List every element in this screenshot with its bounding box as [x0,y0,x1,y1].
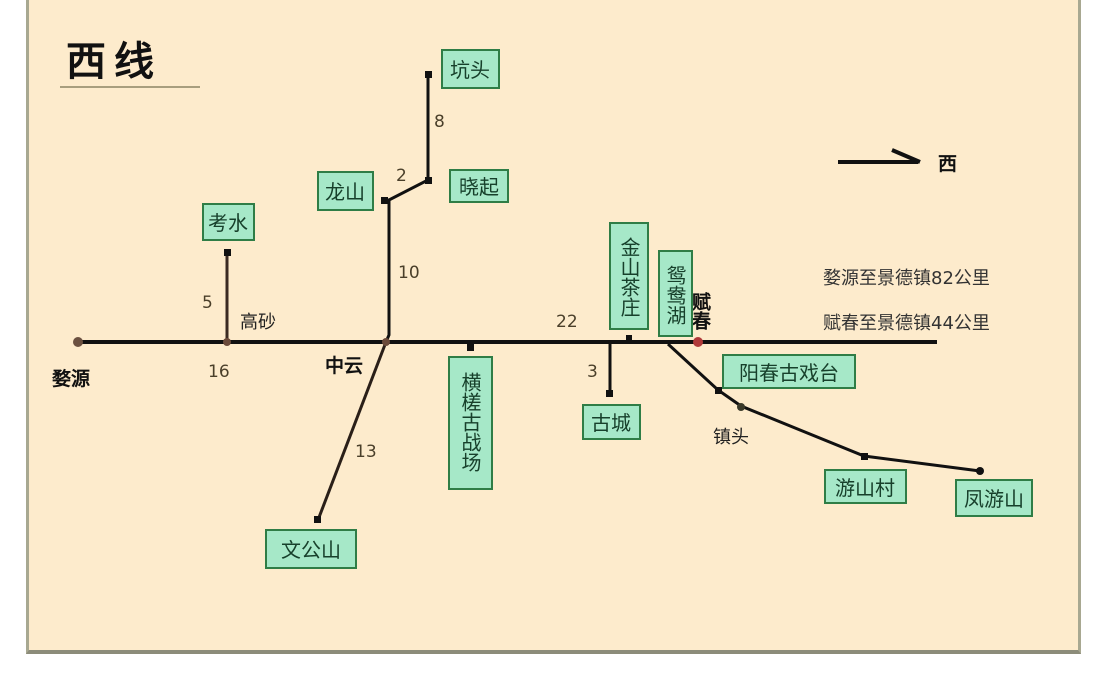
attraction-fengyoushan[interactable]: 凤游山 [955,479,1033,517]
node-fuchun [693,337,703,347]
node-gucheng [606,390,613,397]
node-zhentou [737,403,745,411]
svg-text:横槎古战场: 横槎古战场 [458,372,482,472]
svg-text:晓起: 晓起 [459,175,499,199]
west-arrow-icon [838,148,921,164]
attraction-xiaoqi[interactable]: 晓起 [449,169,509,203]
distance-xiaoqi-kengtou: 8 [434,112,445,132]
town-zhongyun: 中云 [325,354,363,377]
attraction-youshancun[interactable]: 游山村 [824,469,907,504]
node-zhongyun [382,338,390,346]
node-yangchun [715,387,722,394]
svg-text:龙山: 龙山 [325,180,365,204]
svg-text:古城: 古城 [591,411,631,435]
attraction-jinshan[interactable]: 金山茶庄 [609,222,649,330]
distance-gaosha-kaoshui: 5 [202,293,213,313]
node-kaoshui [224,249,231,256]
svg-text:坑头: 坑头 [450,58,490,82]
node-longshan [381,197,388,204]
node-kengtou [425,71,432,78]
note-fuchun-jingdezhen: 赋春至景德镇44公里 [823,313,990,334]
attraction-kengtou[interactable]: 坑头 [441,49,500,89]
map-title: 西线 [66,38,162,85]
note-wuyuan-jingdezhen: 婺源至景德镇82公里 [823,268,990,289]
node-youshancun [861,453,868,460]
svg-text:鸳鸯湖: 鸳鸯湖 [663,265,687,325]
attraction-gucheng[interactable]: 古城 [582,404,641,440]
svg-text:考水: 考水 [208,211,248,235]
distance-zhongyun-fuchun: 22 [556,312,578,332]
svg-text:游山村: 游山村 [835,476,895,500]
branch-wengongshan [316,341,388,521]
direction-label: 西 [938,153,957,175]
svg-text:文公山: 文公山 [281,538,341,562]
town-gaosha: 高砂 [240,312,276,333]
town-fuchun: 赋春 [689,292,711,331]
map-frame [26,0,1081,654]
branch-longshan-kengtou [384,75,430,343]
attraction-yuanyanghu[interactable]: 鸳鸯湖 [658,250,693,337]
node-wengongshan [314,516,321,523]
node-xiaoqi [425,177,432,184]
svg-text:阳春古戏台: 阳春古戏台 [739,361,839,385]
distance-longshan-xiaoqi: 2 [396,166,407,186]
branch-fengyoushan [666,342,981,473]
distance-zhongyun-longshan: 10 [398,263,420,283]
attraction-longshan[interactable]: 龙山 [317,171,374,211]
distance-wuyuan-gaosha: 16 [208,362,230,382]
svg-text:金山茶庄: 金山茶庄 [617,237,641,317]
distance-zhongyun-wengongshan: 13 [355,442,377,462]
node-jinshan [626,335,632,341]
attraction-wengongshan[interactable]: 文公山 [265,529,357,569]
town-wuyuan: 婺源 [52,367,90,390]
svg-text:凤游山: 凤游山 [964,487,1024,511]
town-zhentou: 镇头 [713,427,749,448]
attraction-yangchun[interactable]: 阳春古戏台 [722,354,856,389]
distance-main-gucheng: 3 [587,362,598,382]
attraction-kaoshui[interactable]: 考水 [202,203,255,241]
node-fengyoushan [976,467,984,475]
node-wuyuan [73,337,83,347]
attraction-henghuai[interactable]: 横槎古战场 [448,356,493,490]
node-gaosha [223,338,231,346]
node-henghuai [467,343,474,351]
